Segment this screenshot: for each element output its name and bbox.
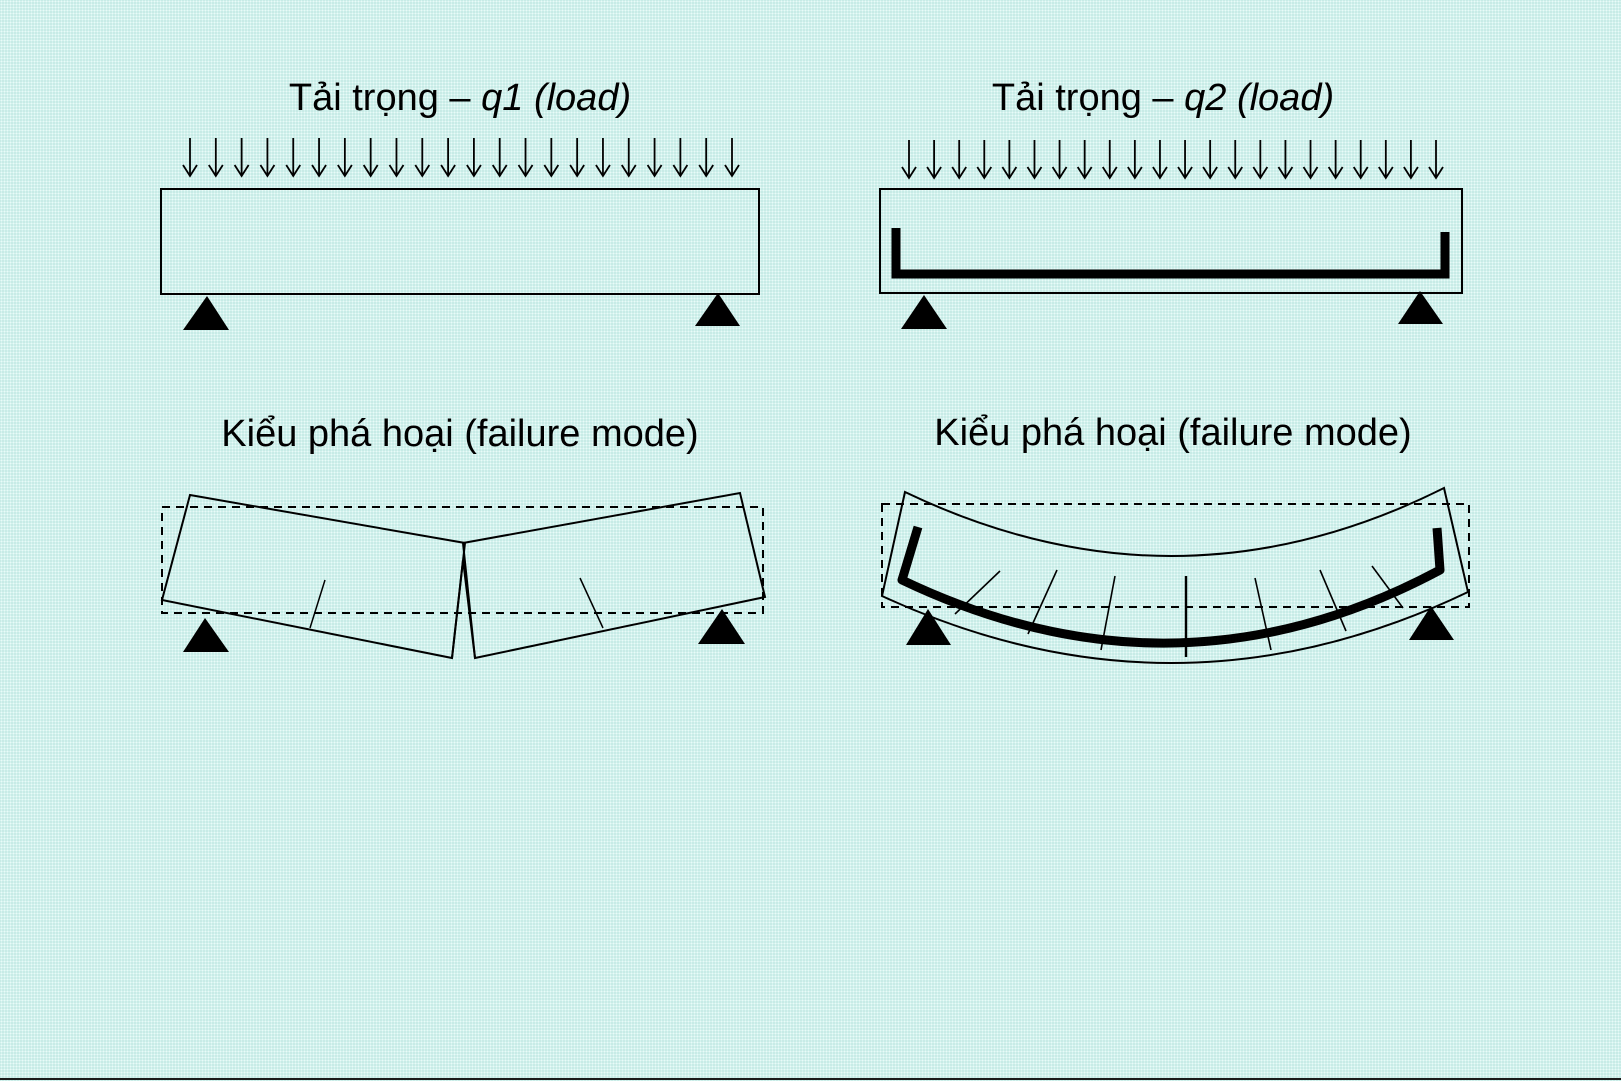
right-panel: Tải trọng – q2 (load) Kiểu phá hoại (fai… — [880, 77, 1469, 663]
load-arrow-icon — [648, 138, 662, 176]
load-arrow-icon — [209, 138, 223, 176]
load-arrow-icon — [1103, 140, 1117, 178]
load-arrow-icon — [519, 138, 533, 176]
left-support-right-icon — [698, 609, 745, 644]
left-load-arrows — [183, 138, 739, 176]
load-arrow-icon — [596, 138, 610, 176]
bottom-rule — [0, 1078, 1621, 1080]
left-load-title: Tải trọng – q1 (load) — [289, 77, 631, 119]
load-arrow-icon — [1203, 140, 1217, 178]
load-arrow-icon — [1329, 140, 1343, 178]
load-arrow-icon — [1027, 140, 1041, 178]
load-arrow-icon — [927, 140, 941, 178]
load-arrow-icon — [673, 138, 687, 176]
load-arrow-icon — [1404, 140, 1418, 178]
right-crack — [1028, 570, 1057, 634]
load-arrow-icon — [1228, 140, 1242, 178]
right-deformed-reinforcement-bar — [902, 527, 1440, 643]
right-support-left-icon — [901, 295, 947, 329]
load-arrow-icon — [286, 138, 300, 176]
right-reinforcement-bar — [896, 228, 1445, 274]
load-arrow-icon — [183, 138, 197, 176]
left-failure-title: Kiểu phá hoại (failure mode) — [221, 413, 698, 455]
load-arrow-icon — [1304, 140, 1318, 178]
left-beam — [161, 189, 759, 294]
load-arrow-icon — [1278, 140, 1292, 178]
left-main-crack — [452, 560, 475, 658]
load-arrow-icon — [699, 138, 713, 176]
load-arrow-icon — [977, 140, 991, 178]
load-arrow-icon — [902, 140, 916, 178]
load-arrow-icon — [1429, 140, 1443, 178]
load-arrow-icon — [1002, 140, 1016, 178]
load-arrow-icon — [235, 138, 249, 176]
load-arrow-icon — [570, 138, 584, 176]
load-arrow-icon — [415, 138, 429, 176]
right-deformed-beam — [882, 488, 1468, 663]
left-support-left-icon — [183, 618, 229, 652]
left-support-left-icon — [183, 296, 229, 330]
load-arrow-icon — [338, 138, 352, 176]
load-arrow-icon — [260, 138, 274, 176]
load-arrow-icon — [952, 140, 966, 178]
load-arrow-icon — [1253, 140, 1267, 178]
left-support-right-icon — [695, 293, 740, 326]
load-arrow-icon — [1354, 140, 1368, 178]
right-support-left-icon — [906, 609, 951, 645]
load-arrow-icon — [1128, 140, 1142, 178]
load-arrow-icon — [1078, 140, 1092, 178]
load-arrow-icon — [364, 138, 378, 176]
right-support-right-icon — [1398, 291, 1443, 324]
load-arrow-icon — [622, 138, 636, 176]
load-arrow-icon — [389, 138, 403, 176]
right-failure-title: Kiểu phá hoại (failure mode) — [934, 412, 1411, 454]
load-arrow-icon — [467, 138, 481, 176]
load-arrow-icon — [312, 138, 326, 176]
load-arrow-icon — [1178, 140, 1192, 178]
load-arrow-icon — [441, 138, 455, 176]
load-arrow-icon — [544, 138, 558, 176]
load-arrow-icon — [493, 138, 507, 176]
load-arrow-icon — [1053, 140, 1067, 178]
left-crack — [580, 578, 603, 628]
load-arrow-icon — [725, 138, 739, 176]
right-support-right-icon — [1409, 606, 1454, 640]
left-crack — [310, 580, 325, 628]
load-arrow-icon — [1379, 140, 1393, 178]
left-panel: Tải trọng – q1 (load) Kiểu phá hoại (fai… — [161, 77, 765, 658]
load-arrow-icon — [1153, 140, 1167, 178]
right-load-arrows — [902, 140, 1443, 178]
right-load-title: Tải trọng – q2 (load) — [992, 77, 1334, 119]
